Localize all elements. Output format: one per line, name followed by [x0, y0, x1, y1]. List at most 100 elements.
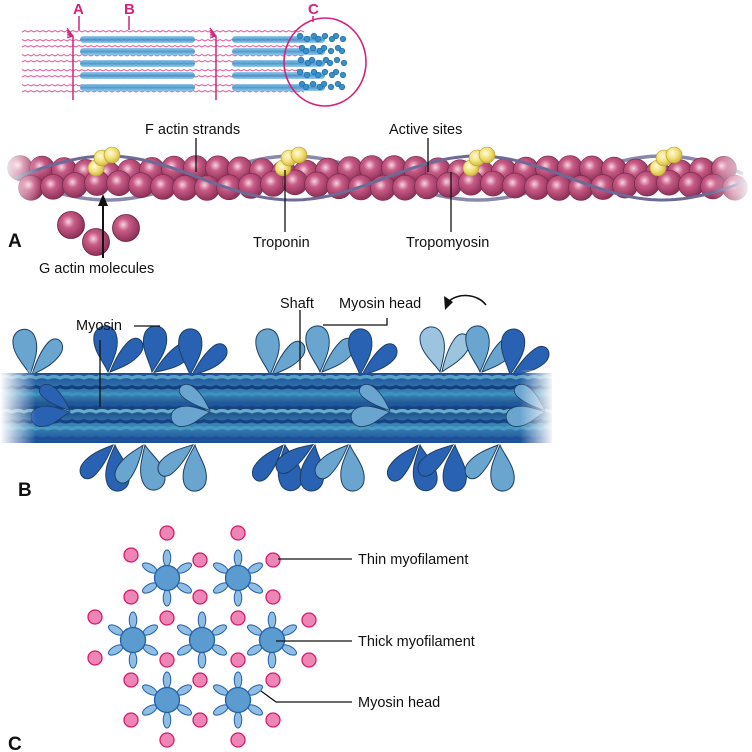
overview-z-line-strand	[209, 31, 217, 100]
myosin-head-lobe	[340, 443, 365, 492]
myosin-head-lobe	[417, 444, 454, 477]
myosin-head	[417, 443, 467, 492]
label-g-actin-molecules: G actin molecules	[39, 261, 154, 277]
overview-thick-filament	[232, 72, 325, 79]
thick-myofilaments	[108, 549, 297, 729]
shaft-strand	[0, 408, 565, 414]
label-myosin-head: Myosin head	[339, 296, 421, 312]
g-actin-subunit	[62, 172, 88, 198]
label-shaft: Shaft	[280, 296, 314, 312]
g-actin-subunit	[436, 172, 462, 198]
thick-myofilament	[142, 671, 192, 729]
g-actin-subunit	[480, 170, 506, 197]
overview-myosin-head	[303, 35, 311, 43]
label-troponin: Troponin	[253, 235, 310, 251]
troponin-subunit	[665, 146, 683, 164]
troponin-complex	[462, 146, 496, 177]
thin-myofilament	[192, 589, 208, 605]
myosin-head	[464, 443, 515, 492]
label-thick-myofilament: Thick myofilament	[358, 634, 475, 650]
myosin-head	[197, 651, 207, 669]
myosin-head	[267, 611, 277, 629]
g-actin-molecules	[57, 211, 140, 256]
thick-myofilament	[108, 611, 158, 669]
thin-myofilament	[123, 712, 139, 728]
overview-myosin-head	[332, 68, 340, 76]
myosin-head-lobe	[419, 326, 445, 374]
thin-myofilament	[159, 652, 175, 668]
overview-label-a: A	[73, 1, 84, 18]
troponin-subunit	[478, 146, 496, 164]
panel-letter-a: A	[8, 231, 22, 252]
myosin-head	[93, 325, 144, 374]
myosin-head	[157, 443, 207, 492]
thick-myofilament	[142, 549, 192, 607]
myosin-head-lobe	[358, 383, 391, 412]
overview-myosin-head	[338, 83, 346, 91]
overview-myosin-head	[309, 80, 317, 88]
overview-label-b: B	[124, 1, 135, 18]
myosin-head-lobe	[191, 343, 228, 376]
overview-myosin-head	[333, 56, 341, 64]
overview-thick-filament	[80, 36, 195, 43]
overview-myosin-head	[302, 83, 310, 91]
myosin-head-lobe	[170, 405, 212, 427]
shaft-strand	[0, 374, 565, 380]
myosin-head	[233, 589, 243, 607]
overview-thin-filament	[21, 29, 305, 33]
myosin-head	[162, 549, 172, 567]
myosin-head-lobe	[178, 328, 203, 377]
troponin-complex	[87, 146, 121, 177]
overview-myosin-head	[302, 47, 310, 55]
tropomyosin-front-strand	[14, 154, 744, 202]
myosin-head-lobe	[271, 340, 306, 376]
f-actin-beads	[7, 155, 748, 201]
thin-myofilament	[265, 589, 281, 605]
overview-myosin-head	[320, 44, 328, 52]
label-myosin-head-c: Myosin head	[358, 695, 440, 711]
shaft-strand	[0, 401, 565, 407]
g-actin-molecule	[82, 228, 110, 256]
myosin-head	[348, 328, 398, 377]
panel-a-actin-filament: F actin strands Active sites Troponin Tr…	[0, 122, 752, 277]
thin-myofilament	[159, 732, 175, 748]
thin-myofilament	[192, 672, 208, 688]
troponin-subunit	[103, 146, 121, 164]
myosin-head	[12, 328, 64, 377]
myosin-head-lobe	[157, 444, 194, 477]
overview-myosin-head	[297, 56, 305, 64]
overview-myosin-head	[308, 56, 316, 64]
overview-myosin-head	[315, 59, 323, 67]
myosin-head-lobe	[182, 443, 207, 492]
troponin-complexes	[87, 146, 683, 177]
assembly-arrow	[98, 194, 108, 258]
myosin-head-lobe	[31, 338, 64, 376]
overview-thick-filament	[80, 48, 195, 55]
myosin-head-lobe	[361, 343, 398, 376]
thin-myofilament	[230, 525, 246, 541]
myosin-head	[500, 328, 550, 377]
myosin-head	[314, 443, 365, 492]
myosin-head-lobe	[500, 328, 526, 377]
myosin-head	[233, 671, 243, 689]
myosin-head-lobe	[305, 325, 330, 374]
g-actin-subunit	[106, 170, 132, 196]
g-actin-subunit	[392, 174, 418, 201]
overview-z-line-right	[209, 27, 217, 100]
leader-myosin-head-c	[260, 690, 352, 703]
overview-myosin-head	[303, 71, 311, 79]
thick-myofilament-core	[119, 626, 147, 654]
thin-myofilament	[123, 589, 139, 605]
thin-myofilament	[265, 712, 281, 728]
myosin-head	[233, 711, 243, 729]
myosin-head-lobe	[114, 444, 144, 484]
thin-myofilament	[159, 525, 175, 541]
thin-myofilament	[301, 612, 317, 628]
myosin-head-lobe	[348, 328, 373, 377]
overview-z-line-strand	[209, 35, 217, 100]
thick-filament-shaft	[0, 373, 552, 443]
overview-cross-section-marker	[283, 17, 367, 107]
myosin-head	[233, 549, 243, 567]
thick-myofilament-core	[258, 626, 286, 654]
g-actin-molecule	[57, 211, 85, 239]
